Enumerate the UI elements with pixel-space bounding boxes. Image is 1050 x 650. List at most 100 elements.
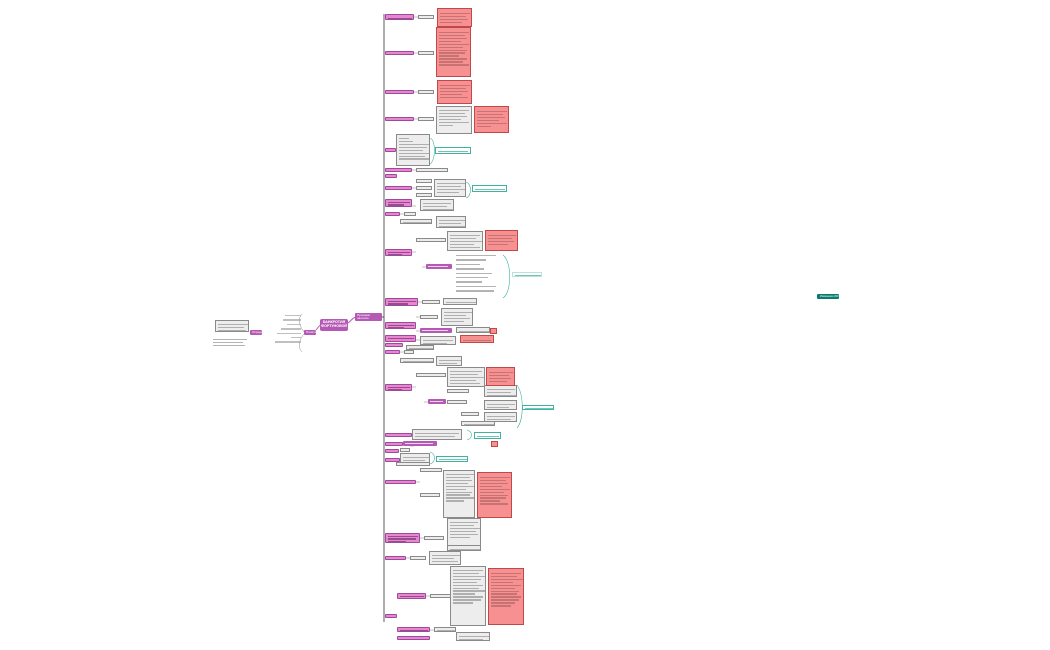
detail-node-42 xyxy=(447,518,481,548)
sub-branch-node-5[interactable] xyxy=(397,593,426,599)
callout-4 xyxy=(522,405,554,410)
callout-1 xyxy=(435,147,471,154)
detail-node-4[interactable] xyxy=(418,117,434,121)
main-branch-node[interactable]: Признаки наличия банкротства xyxy=(355,313,382,321)
detail-list-2 xyxy=(456,252,504,298)
detail-node-14[interactable] xyxy=(416,238,446,242)
detail-node-24 xyxy=(400,358,434,363)
detail-node-21 xyxy=(420,336,456,345)
detail-node-39[interactable] xyxy=(420,468,442,472)
branch-node-15[interactable] xyxy=(385,343,403,347)
branch-node-16[interactable] xyxy=(385,350,400,354)
red-note-10 xyxy=(477,472,512,518)
left-note-node[interactable]: Определения xyxy=(250,330,262,335)
detail-node-28[interactable] xyxy=(447,389,469,393)
red-note-9 xyxy=(491,441,498,447)
detail-node-38[interactable] xyxy=(396,462,430,466)
detail-node-35 xyxy=(412,429,462,440)
detail-node-27 xyxy=(447,367,485,387)
branch-node-4[interactable] xyxy=(385,117,414,121)
branch-node-14[interactable] xyxy=(385,335,416,342)
detail-node-30[interactable] xyxy=(447,400,467,404)
branch-node-7[interactable] xyxy=(385,174,397,178)
sub-branch-node-6[interactable] xyxy=(397,627,430,632)
detail-node-8[interactable] xyxy=(416,193,432,197)
left-definition-note-2 xyxy=(213,337,249,349)
detail-node-32[interactable] xyxy=(461,412,479,416)
detail-node-44 xyxy=(447,545,481,551)
branch-node-8[interactable] xyxy=(385,186,412,190)
branch-node-12[interactable] xyxy=(385,298,418,306)
sub-branch-node-4[interactable] xyxy=(403,441,437,446)
detail-node-17 xyxy=(443,298,477,305)
branch-node-23[interactable] xyxy=(385,533,420,543)
detail-node-13 xyxy=(436,216,466,228)
branch-node-24[interactable] xyxy=(385,556,406,560)
branch-node-21[interactable] xyxy=(385,458,400,462)
detail-node-16[interactable] xyxy=(422,300,440,304)
detail-node-5[interactable] xyxy=(416,168,448,172)
branch-node-2[interactable] xyxy=(385,51,414,55)
detail-node-3[interactable] xyxy=(418,90,434,94)
red-note-2 xyxy=(436,27,471,77)
branch-node-10[interactable] xyxy=(385,212,400,216)
detail-node-7[interactable] xyxy=(416,186,432,190)
branch-node-17[interactable] xyxy=(385,384,412,391)
detail-node-2[interactable] xyxy=(418,51,434,55)
detail-node-29 xyxy=(484,385,517,397)
detail-node-26[interactable] xyxy=(416,373,446,377)
detail-node-47[interactable] xyxy=(430,594,452,598)
branch-node-13[interactable] xyxy=(385,322,416,329)
detail-node-11[interactable] xyxy=(404,212,416,216)
sub-branch-node-7[interactable] xyxy=(397,636,430,640)
red-note-5 xyxy=(485,230,518,251)
branch-node-18[interactable] xyxy=(385,433,412,437)
detail-node-4b xyxy=(436,106,472,134)
detail-node-1[interactable] xyxy=(418,15,434,19)
branch-node-5[interactable] xyxy=(385,148,396,152)
detail-node-19 xyxy=(441,308,473,326)
branch-node-6[interactable] xyxy=(385,168,412,172)
left-branch-node[interactable]: Понятие xyxy=(304,330,316,335)
red-note-1 xyxy=(437,8,472,27)
detail-node-43[interactable] xyxy=(424,536,444,540)
branch-node-1[interactable] xyxy=(385,14,414,20)
callout-6 xyxy=(436,456,468,462)
left-fan-items xyxy=(275,312,303,354)
callout-5 xyxy=(474,432,501,439)
detail-node-15 xyxy=(447,231,483,251)
branch-node-20[interactable] xyxy=(385,449,399,453)
detail-node-45[interactable] xyxy=(410,556,426,560)
branch-node-11[interactable] xyxy=(385,249,412,256)
detail-node-31 xyxy=(484,400,517,410)
detail-node-36[interactable] xyxy=(400,448,410,452)
branch-node-25[interactable] xyxy=(385,614,397,618)
branch-node-19[interactable] xyxy=(385,442,403,446)
detail-node-34 xyxy=(461,421,495,426)
central-topic[interactable]: БАНКРОТИЯ ФОРТУНОВОЙ xyxy=(320,319,348,331)
sub-branch-node-2[interactable] xyxy=(428,399,446,404)
detail-node-23[interactable] xyxy=(404,350,414,354)
callout-2 xyxy=(472,185,507,192)
detail-node-49 xyxy=(434,627,456,632)
branch-node-22[interactable] xyxy=(385,480,416,484)
detail-node-25 xyxy=(436,356,462,366)
red-note-4 xyxy=(474,106,509,133)
detail-node-40 xyxy=(443,470,475,518)
red-note-7 xyxy=(460,335,494,343)
detail-node-20 xyxy=(456,327,490,333)
detail-node-46 xyxy=(429,551,461,565)
branch-node-9[interactable] xyxy=(385,199,412,207)
detail-node-50 xyxy=(456,632,490,641)
detail-node-41[interactable] xyxy=(420,493,440,497)
detail-node-33 xyxy=(484,412,517,422)
detail-node-6[interactable] xyxy=(416,179,432,183)
detail-node-18[interactable] xyxy=(420,315,438,319)
red-note-8 xyxy=(486,367,515,386)
sub-branch-node-1[interactable] xyxy=(426,264,452,269)
floating-topic-tag[interactable]: Изменения 2015 года xyxy=(817,294,839,299)
sub-branch-node-3[interactable] xyxy=(420,328,452,333)
branch-node-3[interactable] xyxy=(385,90,414,94)
